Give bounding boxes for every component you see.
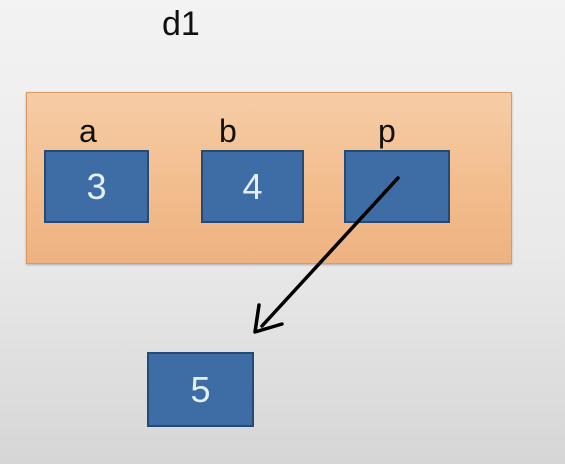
- field-label-p: p: [378, 113, 396, 149]
- field-cell-p: [344, 150, 450, 223]
- field-cell-a: 3: [44, 150, 149, 223]
- field-label-b: b: [219, 113, 237, 149]
- field-label-a: a: [79, 113, 97, 149]
- pointer-arrowhead: [253, 303, 284, 334]
- pointed-value-cell: 5: [147, 352, 254, 427]
- pointer-arrow-shaft: [260, 176, 400, 328]
- object-label-d1: d1: [162, 5, 200, 43]
- field-cell-b: 4: [201, 150, 304, 223]
